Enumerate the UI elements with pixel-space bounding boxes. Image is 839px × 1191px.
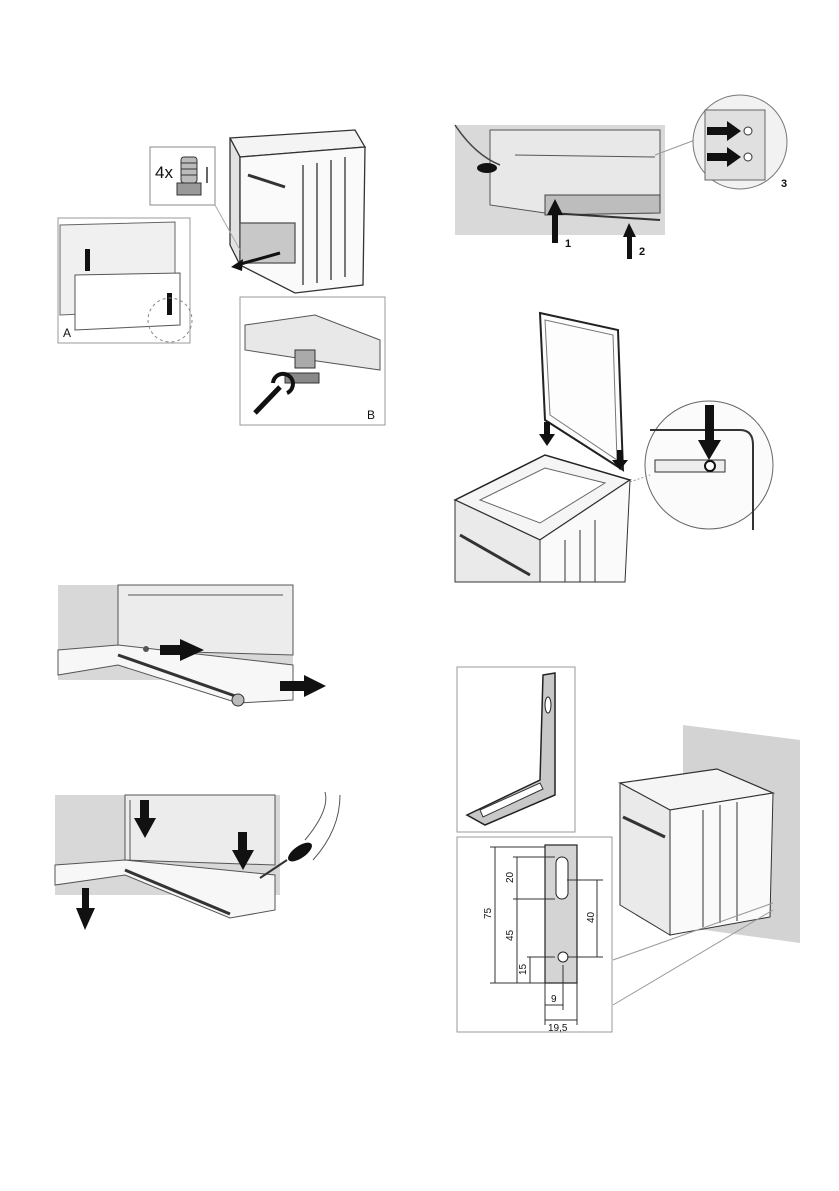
lid-installation-illustration	[455, 310, 785, 582]
plinth-fix-illustration	[55, 790, 345, 935]
step-2-label: 2	[639, 246, 645, 258]
plinth-steps-illustration: 1 2 3	[455, 95, 795, 265]
detail-a-label: A	[63, 326, 71, 340]
dim-45-label: 45	[505, 929, 516, 941]
plinth-slide-illustration	[58, 585, 333, 720]
figure-anti-tip-bracket: 75 20 45 15 40 9 19,5	[455, 665, 805, 1035]
dim-20-label: 20	[505, 871, 516, 883]
dim-15-label: 15	[518, 963, 529, 975]
dim-9-label: 9	[551, 994, 557, 1005]
step-3-label: 3	[781, 178, 787, 190]
feet-qty-label: 4x	[155, 163, 173, 182]
step-1-label: 1	[565, 238, 571, 250]
bracket-dimension-drawing: 75 20 45 15 40 9 19,5	[457, 837, 612, 1034]
feet-adjustment-illustration: 4x A B	[55, 125, 395, 430]
figure-plinth-slide	[58, 585, 333, 720]
dim-19-5-label: 19,5	[548, 1023, 568, 1034]
cooker-against-wall	[613, 725, 800, 1005]
dim-40-label: 40	[586, 911, 597, 923]
detail-3-circle: 3	[655, 95, 787, 190]
detail-b-panel: B	[240, 297, 385, 425]
figure-feet-adjustment: 4x A B	[55, 125, 395, 430]
detail-b-label: B	[367, 408, 375, 422]
figure-plinth-fix	[55, 790, 345, 935]
figure-plinth-steps: 1 2 3	[455, 95, 795, 265]
figure-lid-installation	[455, 310, 785, 582]
anti-tip-bracket-illustration: 75 20 45 15 40 9 19,5	[455, 665, 805, 1035]
bracket-perspective-inset	[457, 667, 575, 832]
dim-75-label: 75	[483, 907, 494, 919]
cooker-cabinet	[230, 130, 365, 293]
detail-a-panel: A	[58, 218, 192, 343]
